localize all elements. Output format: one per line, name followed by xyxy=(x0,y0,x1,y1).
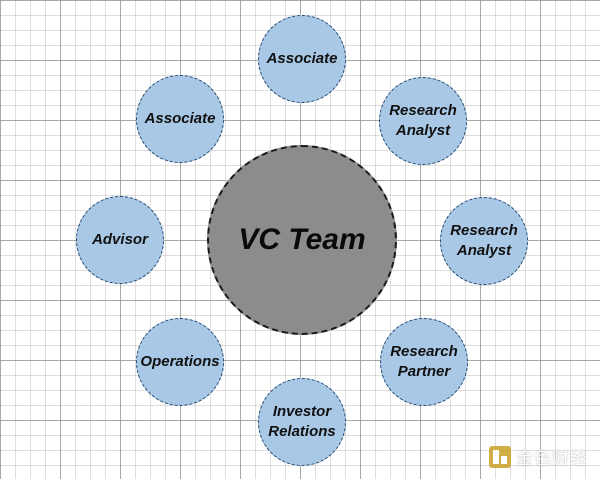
role-node-advisor: Advisor xyxy=(76,196,164,284)
role-node-operations: Operations xyxy=(136,318,224,406)
role-node-label: Research Analyst xyxy=(450,222,518,259)
role-node-investor-relations: Investor Relations xyxy=(258,378,346,466)
jinse-logo-icon xyxy=(489,445,511,468)
center-node-label: VC Team xyxy=(238,223,366,256)
role-node-label: Advisor xyxy=(92,231,148,248)
role-node-label: Operations xyxy=(140,353,220,370)
role-node-research-analyst-upper: Research Analyst xyxy=(379,77,467,165)
center-node-vc-team: VC Team xyxy=(207,145,397,335)
role-node-research-partner: Research Partner xyxy=(380,318,468,406)
role-node-label: Associate xyxy=(266,50,338,67)
role-node-label: Research Analyst xyxy=(389,102,457,139)
watermark-text: 金色财经 xyxy=(516,449,588,469)
role-node-label: Research Partner xyxy=(390,343,458,380)
role-node-research-analyst-right: Research Analyst xyxy=(440,197,528,285)
watermark: 金色财经 xyxy=(489,444,588,469)
role-node-associate-top: Associate xyxy=(258,15,346,103)
role-node-label: Investor Relations xyxy=(268,403,336,440)
role-node-associate-upper-left: Associate xyxy=(136,75,224,163)
role-node-label: Associate xyxy=(144,110,216,127)
